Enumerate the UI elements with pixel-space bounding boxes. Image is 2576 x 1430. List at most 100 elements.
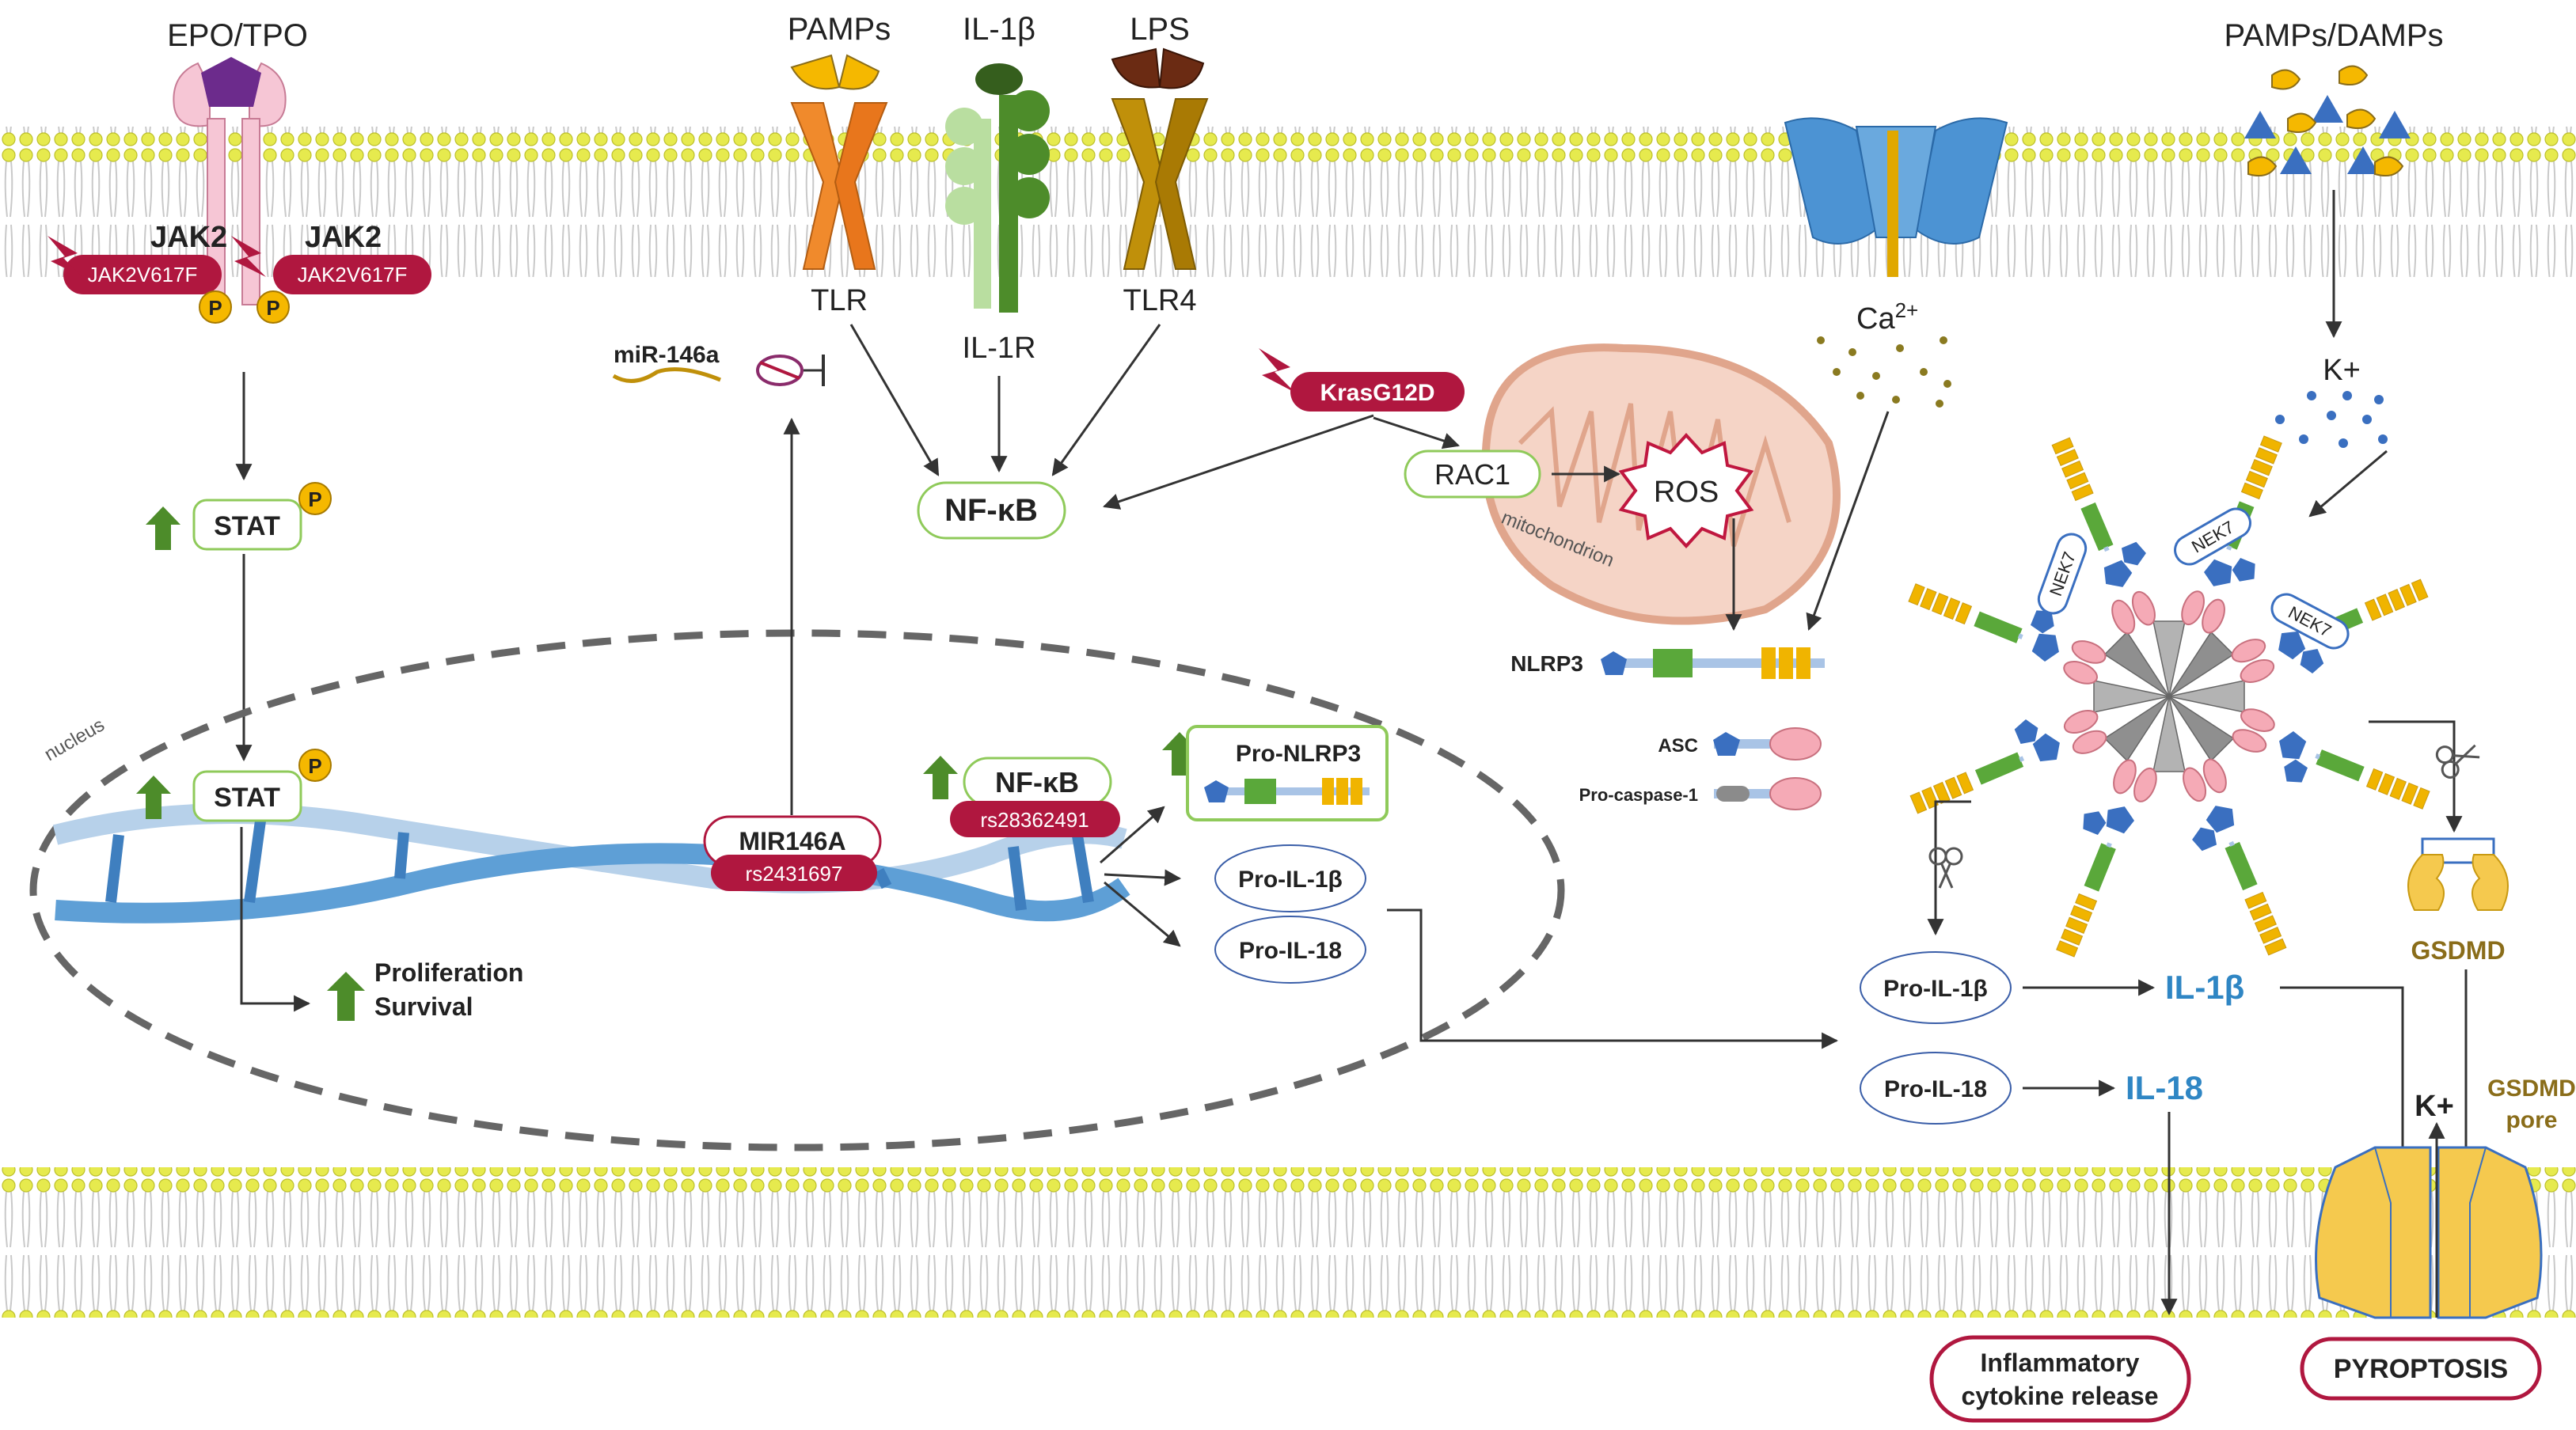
pamps-ligand-icon <box>790 54 880 90</box>
rs28362491-badge <box>950 801 1120 837</box>
inflammasome-hub-segment <box>2152 696 2186 772</box>
stat-nucleus-node <box>192 770 302 822</box>
proliferation-label: Proliferation <box>374 958 523 987</box>
nlrp3-protein <box>1601 647 1825 679</box>
inflammasome-hub-segment <box>2152 620 2186 697</box>
arrow-nucleus-to-cytokines <box>1387 908 1839 1049</box>
scissors-icon <box>2435 744 2480 779</box>
tlr-receptor <box>790 102 888 270</box>
gsdmd-pore-label-1: GSDMD <box>2487 1075 2576 1102</box>
arrow-dna-to-proil18 <box>1104 881 1181 947</box>
epo-receptor <box>173 57 287 305</box>
potassium-ions <box>2275 391 2388 448</box>
svg-text:P: P <box>266 296 279 320</box>
svg-text:JAK2: JAK2 <box>305 221 382 254</box>
asc-label: ASC <box>1658 735 1698 757</box>
pro-il1b-node <box>1860 951 2012 1024</box>
tlr-label: TLR <box>811 284 868 317</box>
calcium-ions <box>1817 336 1951 408</box>
arrow-tlr4-to-nfkb <box>1051 324 1161 476</box>
svg-text:rs2431697: rs2431697 <box>746 862 843 886</box>
pamps-damps-label: PAMPs/DAMPs <box>2224 18 2443 53</box>
nucleus-label: nucleus <box>41 714 108 765</box>
rac1-node <box>1404 449 1541 499</box>
svg-text:JAK2V617F: JAK2V617F <box>298 263 408 286</box>
svg-text:Inflammatory: Inflammatory <box>1981 1348 2140 1377</box>
pro-il18-nucleus-node <box>1214 916 1366 984</box>
gsdmd-label: GSDMD <box>2411 936 2505 965</box>
pamps-damps-icon <box>2244 65 2411 176</box>
il1b-label: IL-1β <box>2165 969 2244 1006</box>
svg-text:Pro-IL-18: Pro-IL-18 <box>1239 938 1342 964</box>
lps-ligand-icon <box>1111 47 1205 89</box>
tlr4-label: TLR4 <box>1123 284 1197 317</box>
mirna-strand-icon <box>612 367 721 383</box>
svg-text:Pro-IL-1β: Pro-IL-1β <box>1883 976 1988 1002</box>
arrow-dna-to-proil1b <box>1104 869 1182 886</box>
pro-caspase-protein <box>1714 777 1822 810</box>
inflammasome-complex <box>1908 435 2430 958</box>
k-plus-pore-label: K+ <box>2415 1090 2454 1123</box>
gsdmd-protein-icon <box>2407 837 2509 911</box>
rac1-label: RAC1 <box>1434 458 1510 491</box>
lightning-icon <box>47 236 82 277</box>
epo-ligand-icon <box>201 57 261 107</box>
phospho-badge <box>298 482 332 515</box>
il1r-receptor <box>945 90 1050 313</box>
survival-label: Survival <box>374 992 473 1021</box>
gsdmd-pore-label-2: pore <box>2506 1107 2557 1133</box>
inflammasome-arm <box>1908 583 2107 685</box>
pro-nlrp3-protein <box>1204 778 1370 805</box>
up-arrow-icon <box>136 776 171 819</box>
inflammasome-arm <box>2181 435 2282 634</box>
nlrp3-label: NLRP3 <box>1510 651 1583 676</box>
ros-burst-icon <box>1618 433 1754 548</box>
inflammatory-release-pill <box>1929 1335 2191 1423</box>
inflammasome-hub-segment <box>2103 696 2170 762</box>
arrow-kras-to-nfkb-rac1 <box>1103 414 1374 510</box>
inflammasome-hub-segment <box>2103 631 2170 697</box>
nfkb-label: NF-κB <box>944 493 1038 528</box>
svg-text:PYROPTOSIS: PYROPTOSIS <box>2334 1354 2508 1384</box>
il1r-label: IL-1R <box>963 332 1036 365</box>
arrow-inflammasome-to-gsdmd <box>2369 720 2463 833</box>
lps-label: LPS <box>1130 12 1190 47</box>
inhibition-symbol <box>756 355 825 386</box>
il1b-ligand-label: IL-1β <box>963 12 1035 47</box>
pamps-label: PAMPs <box>788 12 891 47</box>
inflammasome-hub-segment <box>2168 696 2235 762</box>
epo-tpo-label: EPO/TPO <box>167 18 308 53</box>
scissors-icon <box>1928 847 1963 889</box>
ca-label: Ca2+ <box>1856 298 1918 336</box>
svg-text:STAT: STAT <box>214 511 280 541</box>
lightning-icon <box>231 236 266 277</box>
up-arrow-icon <box>146 506 180 550</box>
up-arrow-icon <box>923 756 958 799</box>
pro-il1b-nucleus-node <box>1214 844 1366 912</box>
svg-text:Pro-NLRP3: Pro-NLRP3 <box>1236 741 1361 767</box>
svg-text:P: P <box>308 487 321 511</box>
calcium-channel <box>1784 117 2008 277</box>
pro-caspase-label: Pro-caspase-1 <box>1579 785 1698 805</box>
inflammasome-arm <box>1909 710 2107 814</box>
inflammasome-hub-segment <box>2168 631 2235 697</box>
phospho-badge <box>298 749 332 782</box>
kras-lightning-icon <box>1259 348 1295 393</box>
svg-text:P: P <box>308 754 321 778</box>
arrow-stat-to-proliferation <box>240 827 311 1012</box>
arrow-inflammasome-to-proil1b <box>1927 800 1971 936</box>
svg-text:JAK2: JAK2 <box>150 221 227 254</box>
svg-text:P: P <box>208 296 222 320</box>
inflammasome-arm <box>2056 759 2157 958</box>
asc-protein <box>1713 727 1822 761</box>
up-arrow-icon <box>327 972 365 1021</box>
arrow-ca-to-nlrp3 <box>1806 411 1890 631</box>
arrow-kras-to-rac1 <box>1373 416 1460 449</box>
phospho-badges: P P <box>199 290 290 324</box>
arrow-dna-to-pronlrp3 <box>1100 806 1165 864</box>
svg-text:cytokine release: cytokine release <box>1961 1382 2158 1410</box>
stat-top-node <box>192 499 302 551</box>
kras-badge <box>1290 372 1465 412</box>
jak2v617f-badge-left <box>63 255 222 294</box>
inflammasome-hub-segment <box>2093 680 2170 713</box>
